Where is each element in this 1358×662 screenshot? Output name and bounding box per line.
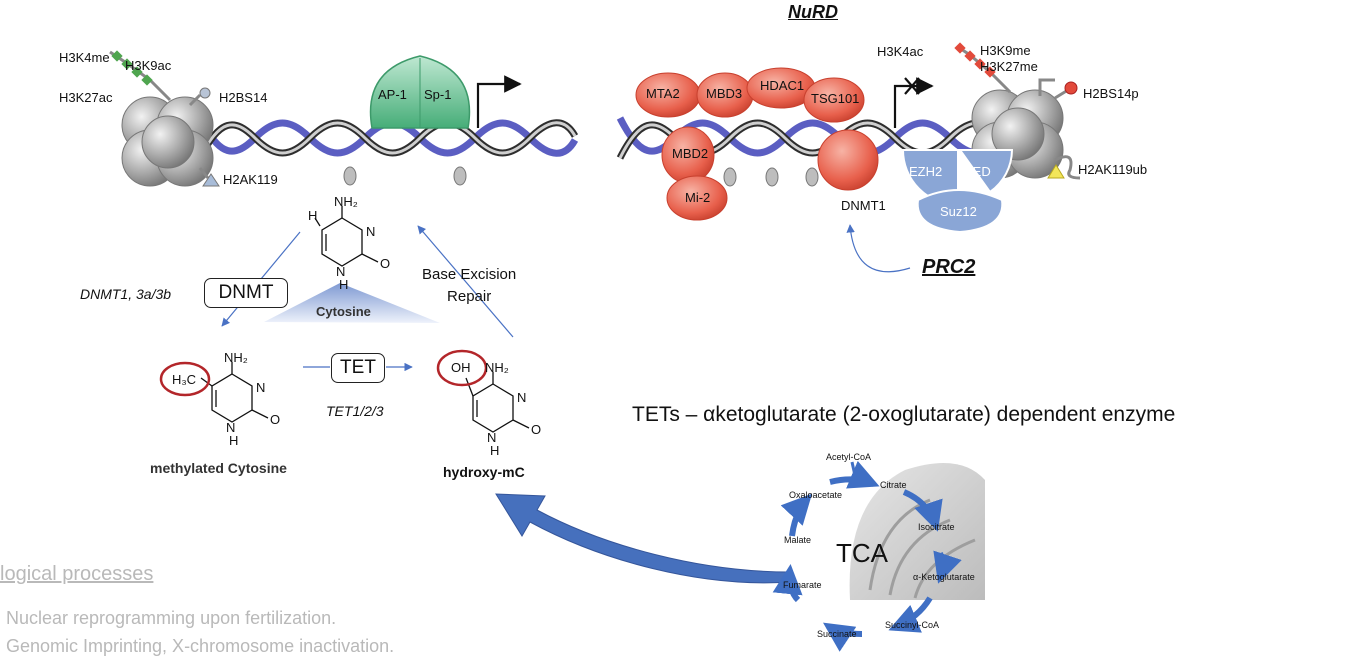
nurd-mi2: Mi-2: [685, 190, 711, 205]
hm-oh: OH: [451, 360, 471, 375]
prc2-recruit-arrow: [846, 224, 911, 273]
mark-h2bs14p: H2BS14p: [1083, 86, 1139, 101]
cytosine-label: Cytosine: [316, 304, 371, 319]
cyt-n1: N: [336, 264, 346, 279]
arrow-hydroxy-to-cytosine: [417, 225, 514, 338]
process-item-2: Genomic Imprinting, X-chromosome inactiv…: [6, 636, 395, 656]
left-nucleosome: [109, 50, 220, 187]
prc2-suz12: Suz12: [940, 204, 977, 219]
factor-sp1: Sp-1: [424, 87, 452, 102]
block-x-icon: [904, 77, 920, 95]
cyt-n3: N: [366, 224, 376, 239]
processes-heading: logical processes: [0, 563, 154, 585]
nurd-title: NuRD: [788, 2, 838, 22]
factor-ap1: AP-1: [378, 87, 407, 102]
hydroxy-highlight-circle: [436, 349, 488, 387]
mc-h1: H: [229, 433, 239, 448]
cyt-o: O: [380, 256, 391, 271]
nurd-mbd2: MBD2: [672, 146, 709, 161]
hm-n3: N: [517, 390, 527, 405]
mark-h2ak119: H2AK119: [223, 172, 278, 187]
tet-enzymes-label: TET1/2/3: [326, 403, 384, 419]
dnmt-enzymes-label: DNMT1, 3a/3b: [80, 286, 172, 302]
tets-headline: TETs – αketoglutarate (2-oxoglutarate) d…: [632, 403, 1176, 426]
tca-acetyl-coa: Acetyl-CoA: [826, 452, 872, 462]
dnmt-box: DNMT: [204, 278, 288, 308]
tss-arrow: [476, 75, 522, 128]
cyt-nh2: NH₂: [334, 194, 358, 209]
mark-h3k4ac: H3K4ac: [877, 44, 924, 59]
tet-box: TET: [331, 353, 385, 383]
methyl-cytosine-structure: [200, 362, 269, 423]
nurd-hdac1: HDAC1: [760, 78, 805, 93]
mc-n1: N: [226, 420, 236, 435]
cytosine-structure: [314, 206, 379, 267]
blocked-transcription-arrow: [893, 77, 934, 128]
tca-fumarate: Fumarate: [783, 580, 822, 590]
tca-succinyl-coa: Succinyl-CoA: [885, 620, 940, 630]
hydroxy-mc-label: hydroxy-mC: [443, 464, 525, 480]
methyl-cytosine-label: methylated Cytosine: [150, 460, 287, 476]
tca-alpha-ketoglutarate: α-Ketoglutarate: [913, 572, 975, 582]
nurd-mbd3: MBD3: [706, 86, 743, 101]
dnmt1-label: DNMT1: [841, 198, 886, 213]
methyl-highlight-circle: [159, 361, 211, 397]
mark-h3k9ac: H3K9ac: [125, 58, 172, 73]
tca-isocitrate: Isocitrate: [918, 522, 955, 532]
mc-h3c: H₃C: [172, 372, 197, 387]
tca-cycle-arrows: [772, 460, 962, 652]
mc-nh2: NH₂: [224, 350, 248, 365]
mark-h2ak119ub: H2AK119ub: [1078, 162, 1148, 177]
mark-h3k9me: H3K9me: [980, 43, 1031, 58]
acetyl-coa-arrow: [850, 461, 858, 481]
mc-o: O: [270, 412, 281, 427]
prc2-eed: EED: [964, 164, 991, 179]
nurd-complex: [635, 67, 879, 221]
hm-n1: N: [487, 430, 497, 445]
nurd-mta2: MTA2: [646, 86, 680, 101]
process-item-1: Nuclear reprogramming upon fertilization…: [6, 608, 337, 628]
tca-succinate: Succinate: [817, 629, 857, 639]
mark-h3k27ac: H3K27ac: [59, 90, 113, 105]
mc-n3: N: [256, 380, 266, 395]
hydroxy-mc-structure: [465, 372, 530, 433]
tca-citrate: Citrate: [880, 480, 907, 490]
cyt-h1: H: [339, 277, 349, 292]
ber-label: Base Excision Repair: [422, 266, 517, 305]
prc2-complex: [901, 149, 1014, 234]
tca-oxaloacetate: Oxaloacetate: [789, 490, 843, 500]
hm-nh2: NH₂: [485, 360, 509, 375]
ap1-sp1-factor: [369, 55, 471, 129]
hm-o: O: [531, 422, 542, 437]
tca-center-label: TCA: [836, 538, 888, 568]
mark-h2bs14: H2BS14: [219, 90, 268, 105]
tca-to-hydroxy-arrow: [495, 493, 791, 584]
nurd-tsg101: TSG101: [811, 91, 860, 106]
prc2-title: PRC2: [922, 256, 976, 278]
hm-h1: H: [490, 443, 500, 458]
mark-h3k27me: H3K27me: [980, 59, 1038, 74]
mark-h3k4me: H3K4me: [59, 50, 110, 65]
tca-malate: Malate: [784, 535, 812, 545]
prc2-ezh2: EZH2: [909, 164, 943, 179]
right-nucleosome: [954, 42, 1081, 180]
cytosine-triangle: [264, 283, 440, 323]
cyt-h: H: [308, 208, 318, 223]
